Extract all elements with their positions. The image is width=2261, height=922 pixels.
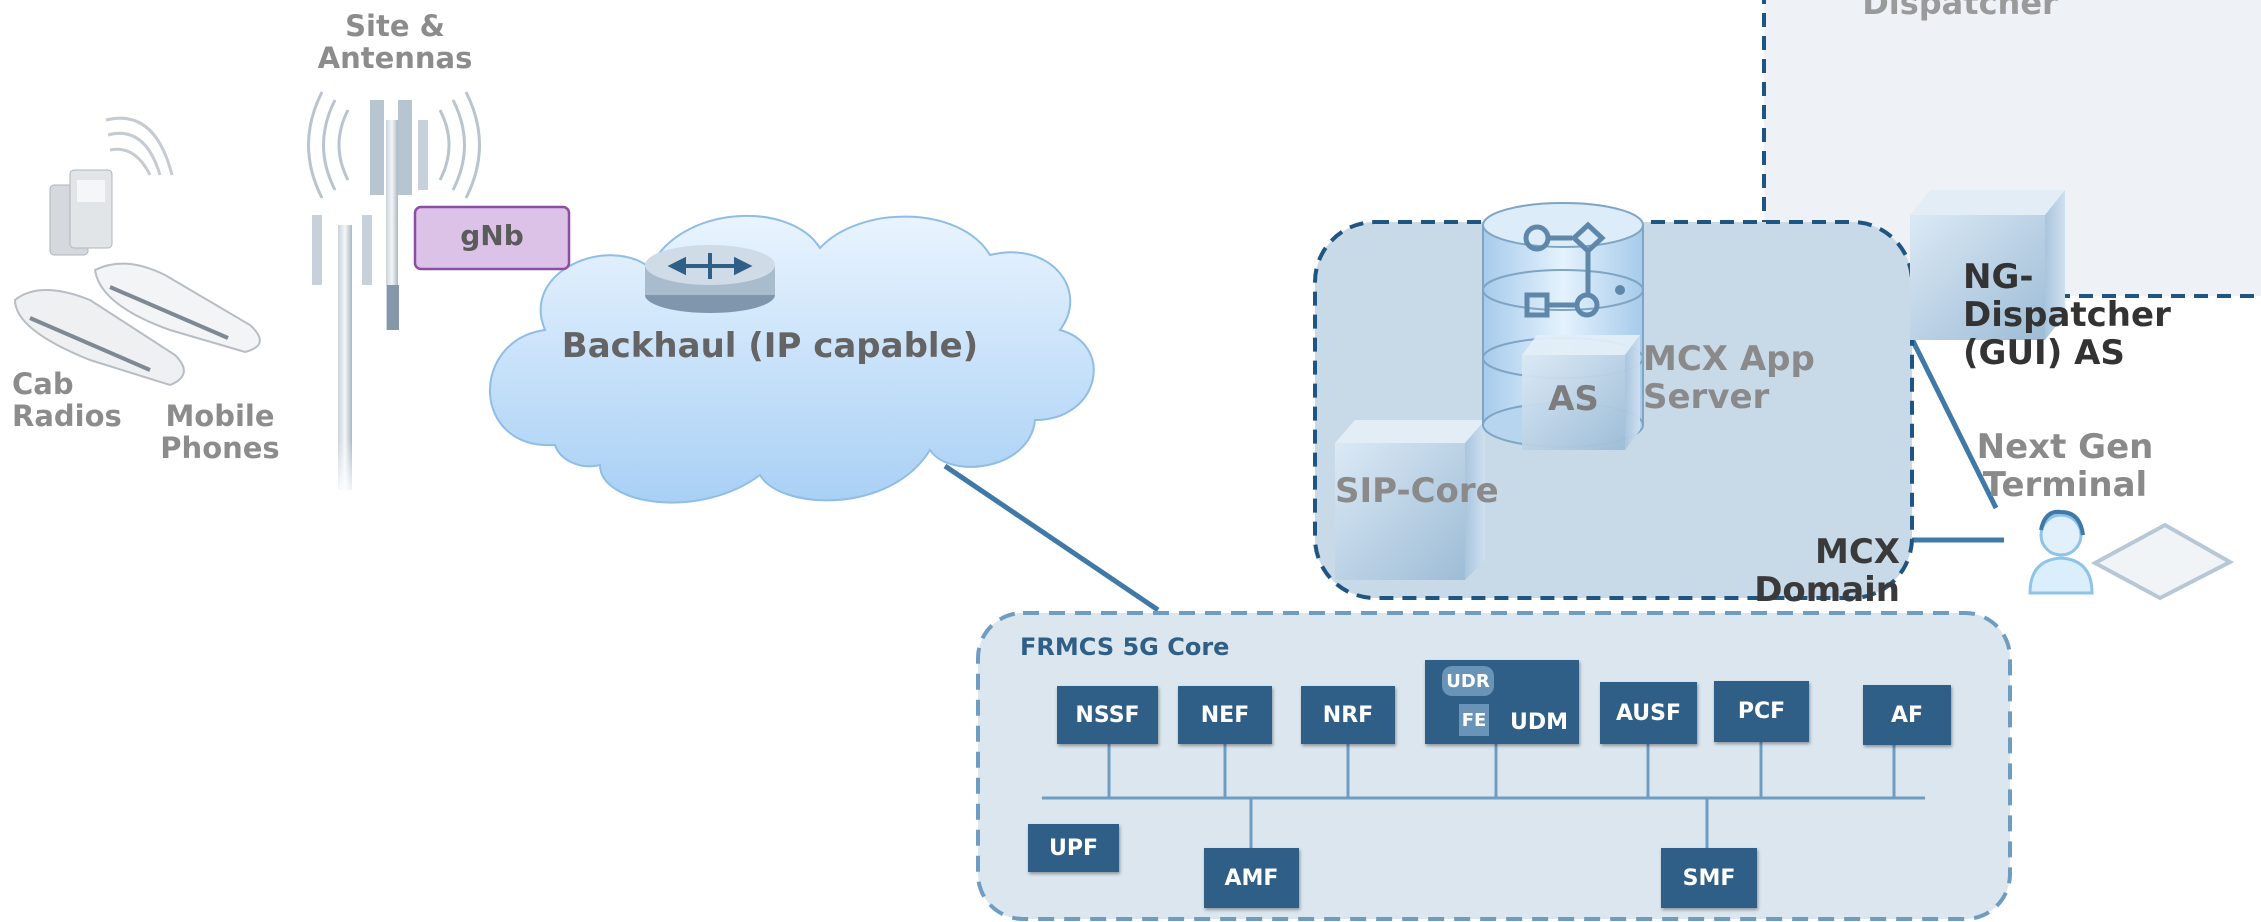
ng-dispatcher-cube-icon [1910,190,2065,340]
mcx-domain-label: MCX Domain [1754,532,1900,611]
antenna-tower-icon [300,91,481,500]
nssf-box: NSSF [1057,686,1158,744]
upf-box: UPF [1028,824,1119,872]
terminal-operator-icon [2028,509,2235,601]
amf-box: AMF [1204,848,1299,908]
frmcs-core-label: FRMCS 5G Core [1020,633,1230,661]
backhaul-label: Backhaul (IP capable) [561,326,979,366]
smf-box: SMF [1661,848,1757,908]
ng-dispatcher-label: NG-Dispatcher (GUI) AS [1963,257,2171,374]
mobile-phones-label: Mobile Phones [160,399,280,466]
as-cube-icon [1522,335,1640,450]
next-gen-terminal-label: Next Gen Terminal [1976,427,2154,506]
udr-chip: UDR [1442,666,1494,696]
site-antennas-label: Site & Antennas [317,9,473,76]
nrf-box: NRF [1301,686,1395,744]
cab-radios-label: Cab Radios [12,367,122,434]
mcx-app-server-label: MCX App Server [1643,339,1815,418]
handheld-radios-icon [49,116,174,256]
sip-core-label: SIP-Core [1335,471,1499,511]
udm-box: UDR FE UDM [1425,660,1579,744]
trains-icon [13,262,261,387]
gnb-label: gNb [460,219,524,252]
gnb-box [413,205,571,271]
ausf-box: AUSF [1600,682,1697,744]
udm-label: UDM [1509,709,1569,735]
core-bus [1042,742,1925,848]
sip-core-cube-icon [1335,420,1485,580]
pcf-box: PCF [1714,681,1809,742]
connection-lines [943,323,2004,613]
backhaul-cloud [488,214,1095,504]
af-box: AF [1863,685,1951,745]
fe-chip: FE [1459,704,1489,736]
as-label: AS [1548,379,1599,419]
nef-box: NEF [1178,686,1272,744]
dispatcher-label: Dispatcher [1862,0,2058,22]
dispatcher-terminal-link [1902,323,1999,510]
backhaul-core-link [943,463,1160,613]
